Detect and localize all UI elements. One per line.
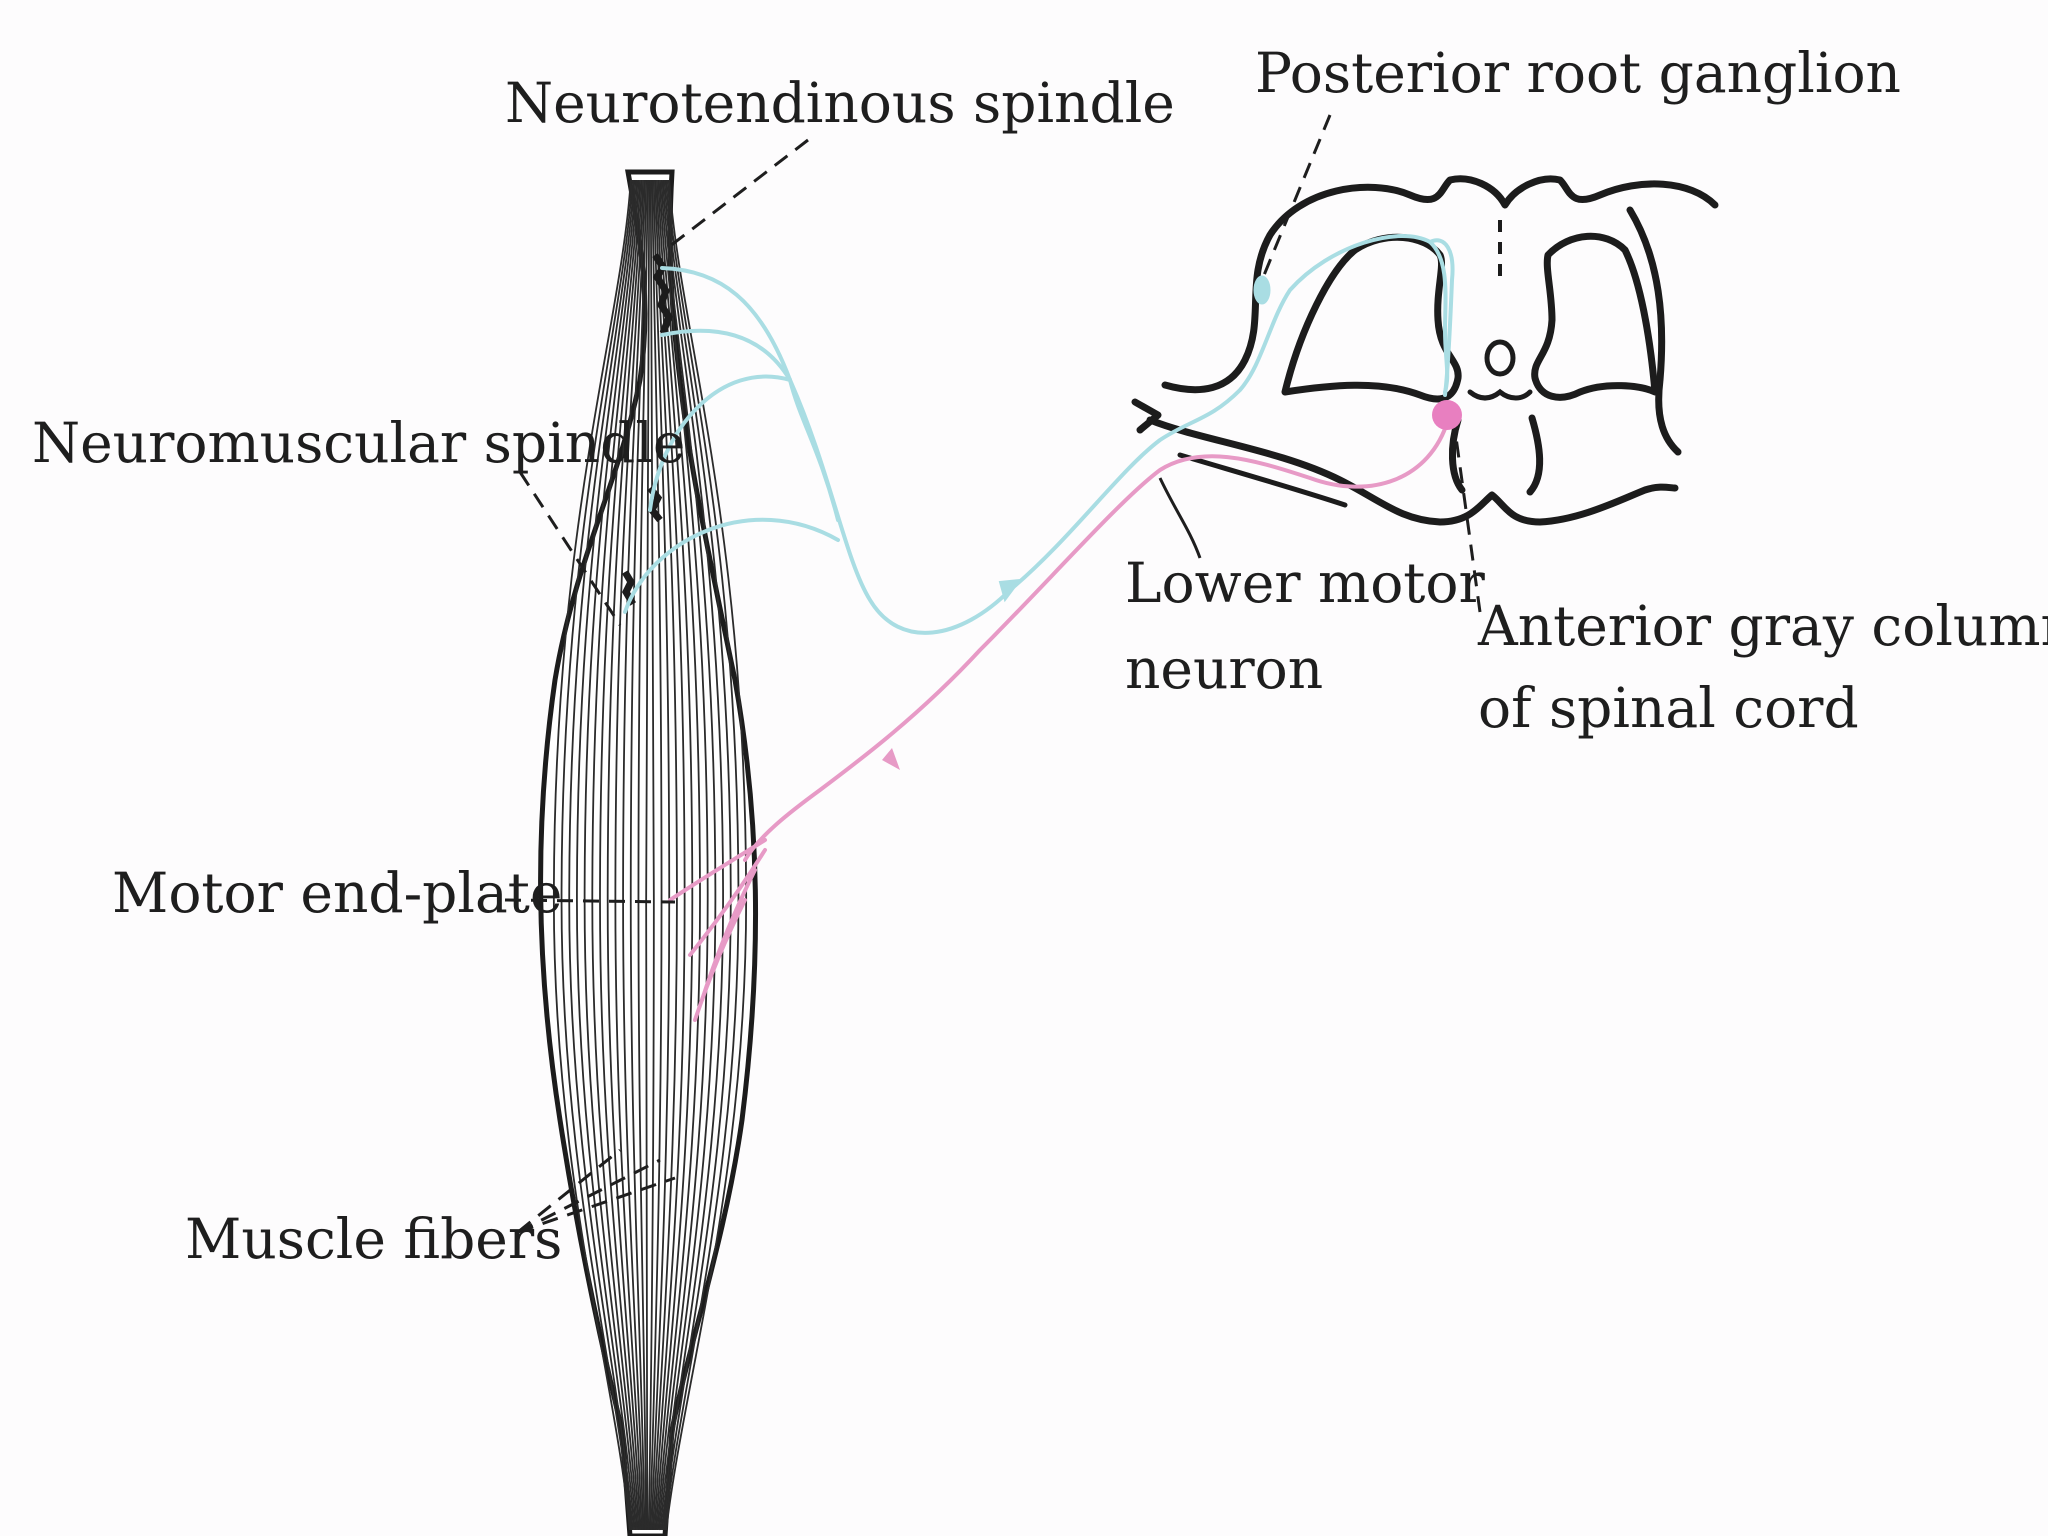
gray-matter-right-anterior	[1526, 414, 1544, 496]
muscle-fiber-line	[583, 179, 638, 1531]
spinal-cord-outer-lower	[1146, 416, 1679, 526]
muscle-fiber-line	[659, 179, 717, 1531]
gray-matter-right	[1531, 232, 1659, 401]
central-canal	[1484, 339, 1516, 377]
muscle-fiber-line	[649, 179, 663, 1531]
muscle-fiber-line	[647, 179, 655, 1531]
sensory-to-motor-neuron	[1428, 238, 1455, 397]
muscle-fiber-line	[658, 179, 709, 1531]
muscle-fiber-line	[663, 179, 740, 1531]
muscle-fiber-line	[652, 179, 678, 1531]
sensory-branch-1	[660, 266, 792, 382]
motor-fibers	[668, 400, 1462, 1022]
motor-branch-end	[693, 898, 747, 1022]
leader-muscle-fibers-a	[517, 1148, 621, 1234]
muscle-fiber-line	[645, 179, 651, 1531]
muscle-fiber-line	[637, 179, 649, 1531]
muscle-fiber-line	[599, 179, 641, 1531]
muscle-fiber-line	[660, 179, 724, 1531]
muscle-fiber-line	[653, 179, 686, 1531]
label-muscle-fibers: Muscle fibers	[185, 1207, 562, 1271]
label-anterior-gray-column-line1: Anterior gray column	[1477, 594, 2048, 658]
motor-main-axon	[743, 418, 1450, 862]
motor-branch-middle	[688, 848, 767, 957]
muscle-fiber-line	[560, 179, 634, 1531]
leader-anterior-gray-column	[1453, 429, 1482, 613]
label-posterior-root-ganglion: Posterior root ganglion	[1255, 41, 1901, 105]
muscle-fiber-line	[614, 179, 644, 1531]
leader-muscle-fibers-b	[517, 1176, 676, 1234]
spinal-cord-cross-section	[1131, 175, 1719, 526]
motor-direction-arrow	[882, 748, 900, 770]
dorsal-root-stub	[1131, 398, 1162, 434]
muscle-fiber-line	[552, 179, 632, 1531]
label-lower-motor-neuron-line1: Lower motor	[1125, 551, 1486, 615]
leader-neuromuscular-spindle	[518, 471, 622, 626]
label-neuromuscular-spindle: Neuromuscular spindle	[32, 411, 685, 475]
muscle-fiber-lines	[552, 179, 748, 1531]
spinal-cord-outer-right	[1626, 206, 1682, 456]
anterior-median-fissure	[1467, 388, 1533, 401]
muscle-fiber-line	[629, 179, 648, 1531]
gray-matter-left-anterior	[1448, 416, 1466, 494]
sensory-direction-arrow	[998, 578, 1023, 603]
muscle	[538, 169, 759, 1536]
sensory-main-axon	[788, 233, 1450, 635]
leader-neurotendinous-spindle	[664, 138, 809, 252]
gray-matter-left	[1281, 233, 1462, 403]
muscle-fiber-line	[606, 179, 643, 1531]
ventral-root-contour	[1177, 452, 1348, 508]
label-anterior-gray-column-line2: of spinal cord	[1478, 676, 1859, 740]
muscle-fiber-line	[655, 179, 694, 1531]
label-neurotendinous-spindle: Neurotendinous spindle	[505, 71, 1175, 135]
spinal-cord-outer-upper	[1161, 175, 1719, 394]
motor-branch-upper	[668, 838, 767, 902]
leader-muscle-fibers-c	[517, 1158, 661, 1234]
motor-neuron-cell-body	[1432, 400, 1462, 430]
label-lower-motor-neuron-line2: neuron	[1125, 637, 1323, 701]
muscle-fiber-line	[576, 179, 637, 1531]
leader-posterior-root-ganglion	[1260, 114, 1332, 281]
labels: Neurotendinous spindle Posterior root ga…	[32, 41, 2048, 1271]
label-motor-end-plate: Motor end-plate	[112, 861, 562, 925]
muscle-fiber-line	[591, 179, 640, 1531]
muscle-fiber-line	[656, 179, 701, 1531]
leader-motor-end-plate	[504, 898, 676, 904]
leader-lines	[504, 114, 1482, 1234]
sensory-branch-2	[660, 328, 792, 382]
sensory-branch-4	[623, 517, 840, 614]
posterior-root-ganglion-cell	[1253, 275, 1271, 305]
leader-lower-motor-neuron	[1158, 477, 1202, 559]
muscle-fiber-line	[622, 179, 646, 1531]
sensory-fibers	[623, 233, 1455, 635]
